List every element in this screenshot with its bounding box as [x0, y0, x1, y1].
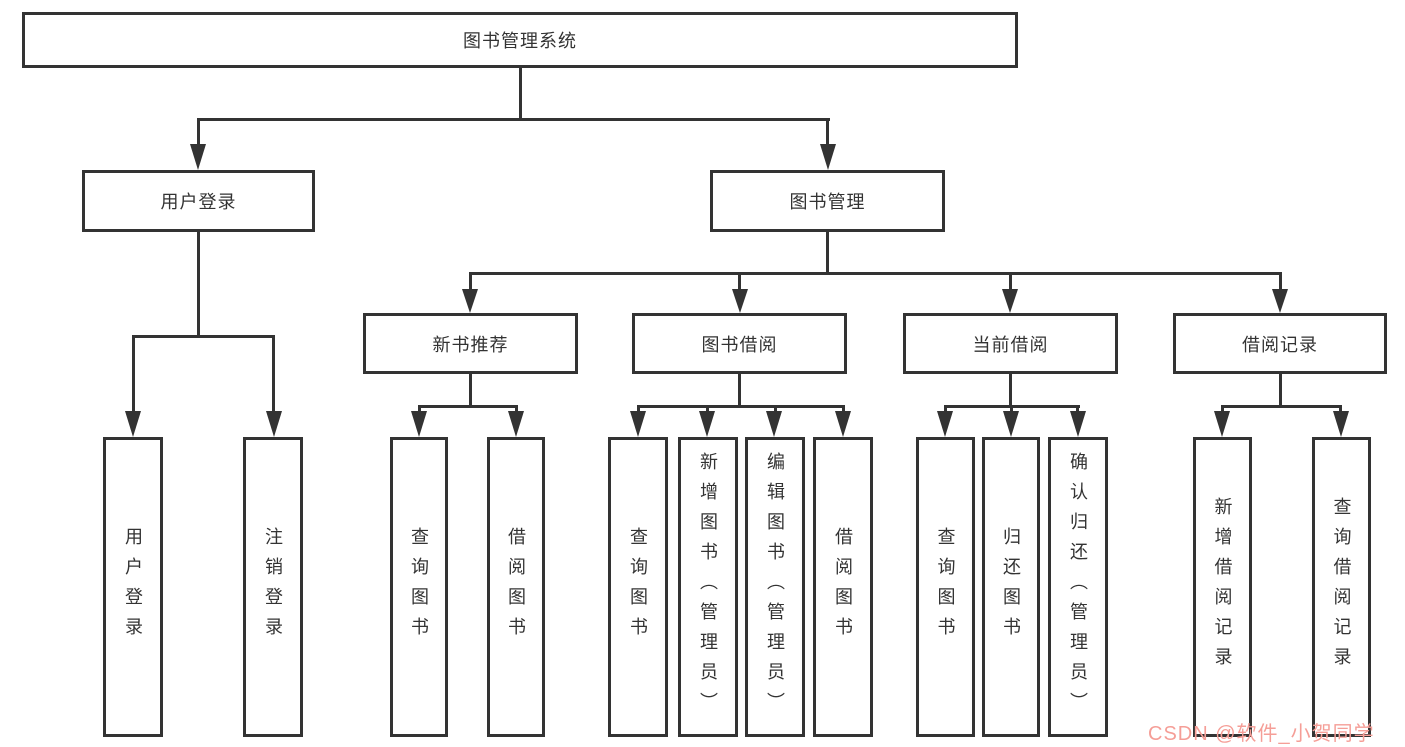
connector-line — [469, 272, 1282, 275]
arrowhead-down-icon — [1272, 289, 1288, 313]
node-cb-return-books: 归还图书 — [982, 437, 1040, 737]
connector-line — [1221, 405, 1342, 408]
connector-line — [637, 405, 845, 408]
node-bb-edit-books: 编辑图书（管理员） — [745, 437, 805, 737]
connector-line — [519, 68, 522, 118]
connector-line — [826, 232, 829, 272]
node-user-login: 用户登录 — [82, 170, 315, 232]
arrowhead-down-icon — [508, 411, 524, 437]
connector-line — [1279, 272, 1282, 290]
arrowhead-down-icon — [630, 411, 646, 437]
node-cb-return-books-label: 归还图书 — [1001, 527, 1021, 647]
node-book-management-label: 图书管理 — [789, 192, 866, 212]
node-root: 图书管理系统 — [22, 12, 1018, 68]
connector-line — [1279, 374, 1282, 405]
node-logout: 注销登录 — [243, 437, 303, 737]
connector-line — [197, 118, 830, 121]
connector-line — [1010, 405, 1013, 415]
node-book-management: 图书管理 — [710, 170, 945, 232]
node-br-add-record-label: 新增借阅记录 — [1212, 497, 1233, 677]
connector-line — [1076, 405, 1079, 415]
node-user-login-label: 用户登录 — [160, 192, 237, 212]
connector-line — [1009, 374, 1012, 405]
connector-line — [944, 405, 947, 415]
node-bb-borrow-books: 借阅图书 — [813, 437, 873, 737]
node-borrowing-records-label: 借阅记录 — [1242, 334, 1318, 355]
arrowhead-down-icon — [1070, 411, 1086, 437]
node-bb-borrow-books-label: 借阅图书 — [833, 527, 853, 647]
arrowhead-down-icon — [1003, 411, 1019, 437]
node-book-borrowing: 图书借阅 — [632, 313, 847, 374]
node-bb-query-books-label: 查询图书 — [628, 527, 648, 647]
connector-line — [197, 118, 200, 148]
connector-line — [826, 118, 829, 148]
node-br-query-record: 查询借阅记录 — [1312, 437, 1371, 737]
connector-line — [418, 405, 518, 408]
node-cb-confirm-return-label: 确认归还（管理员） — [1068, 452, 1088, 722]
arrowhead-down-icon — [1333, 411, 1349, 437]
node-bb-query-books: 查询图书 — [608, 437, 668, 737]
arrowhead-down-icon — [462, 289, 478, 313]
node-nbr-borrow-books-label: 借阅图书 — [506, 527, 526, 647]
connector-line — [637, 405, 640, 415]
arrowhead-down-icon — [266, 411, 282, 437]
node-user-login-leaf: 用户登录 — [103, 437, 163, 737]
node-bb-edit-books-label: 编辑图书（管理员） — [765, 452, 785, 722]
connector-line — [197, 232, 200, 335]
connector-line — [272, 335, 275, 413]
node-logout-label: 注销登录 — [263, 527, 283, 647]
arrowhead-down-icon — [835, 411, 851, 437]
arrowhead-down-icon — [937, 411, 953, 437]
node-cb-query-books-label: 查询图书 — [935, 527, 956, 647]
node-nbr-borrow-books: 借阅图书 — [487, 437, 545, 737]
connector-line — [1221, 405, 1224, 415]
connector-line — [132, 335, 135, 413]
connector-line — [132, 335, 275, 338]
connector-line — [774, 405, 777, 415]
arrowhead-down-icon — [1002, 289, 1018, 313]
node-current-borrowing-label: 当前借阅 — [972, 334, 1049, 355]
node-new-book-recommend-label: 新书推荐 — [432, 334, 509, 355]
node-br-query-record-label: 查询借阅记录 — [1331, 497, 1352, 677]
arrowhead-down-icon — [190, 144, 206, 170]
arrowhead-down-icon — [699, 411, 715, 437]
node-cb-confirm-return: 确认归还（管理员） — [1048, 437, 1108, 737]
node-bb-add-books-label: 新增图书（管理员） — [698, 452, 718, 722]
node-bb-add-books: 新增图书（管理员） — [678, 437, 738, 737]
connector-line — [469, 374, 472, 405]
connector-line — [469, 272, 472, 290]
connector-line — [1339, 405, 1342, 415]
watermark: CSDN @软件_小贺同学 — [1148, 723, 1375, 745]
node-borrowing-records: 借阅记录 — [1173, 313, 1387, 374]
connector-line — [842, 405, 845, 415]
connector-line — [738, 374, 741, 405]
node-cb-query-books: 查询图书 — [916, 437, 975, 737]
node-nbr-query-books: 查询图书 — [390, 437, 448, 737]
node-user-login-leaf-label: 用户登录 — [123, 527, 143, 647]
connector-line — [706, 405, 709, 415]
node-nbr-query-books-label: 查询图书 — [409, 527, 429, 647]
connector-line — [418, 405, 421, 415]
node-new-book-recommend: 新书推荐 — [363, 313, 578, 374]
connector-line — [738, 272, 741, 290]
connector-line — [515, 405, 518, 415]
node-current-borrowing: 当前借阅 — [903, 313, 1118, 374]
arrowhead-down-icon — [820, 144, 836, 170]
node-book-borrowing-label: 图书借阅 — [701, 334, 778, 355]
node-br-add-record: 新增借阅记录 — [1193, 437, 1252, 737]
arrowhead-down-icon — [732, 289, 748, 313]
arrowhead-down-icon — [1214, 411, 1230, 437]
node-root-label: 图书管理系统 — [463, 31, 577, 51]
arrowhead-down-icon — [766, 411, 782, 437]
arrowhead-down-icon — [125, 411, 141, 437]
arrowhead-down-icon — [411, 411, 427, 437]
connector-line — [1009, 272, 1012, 290]
